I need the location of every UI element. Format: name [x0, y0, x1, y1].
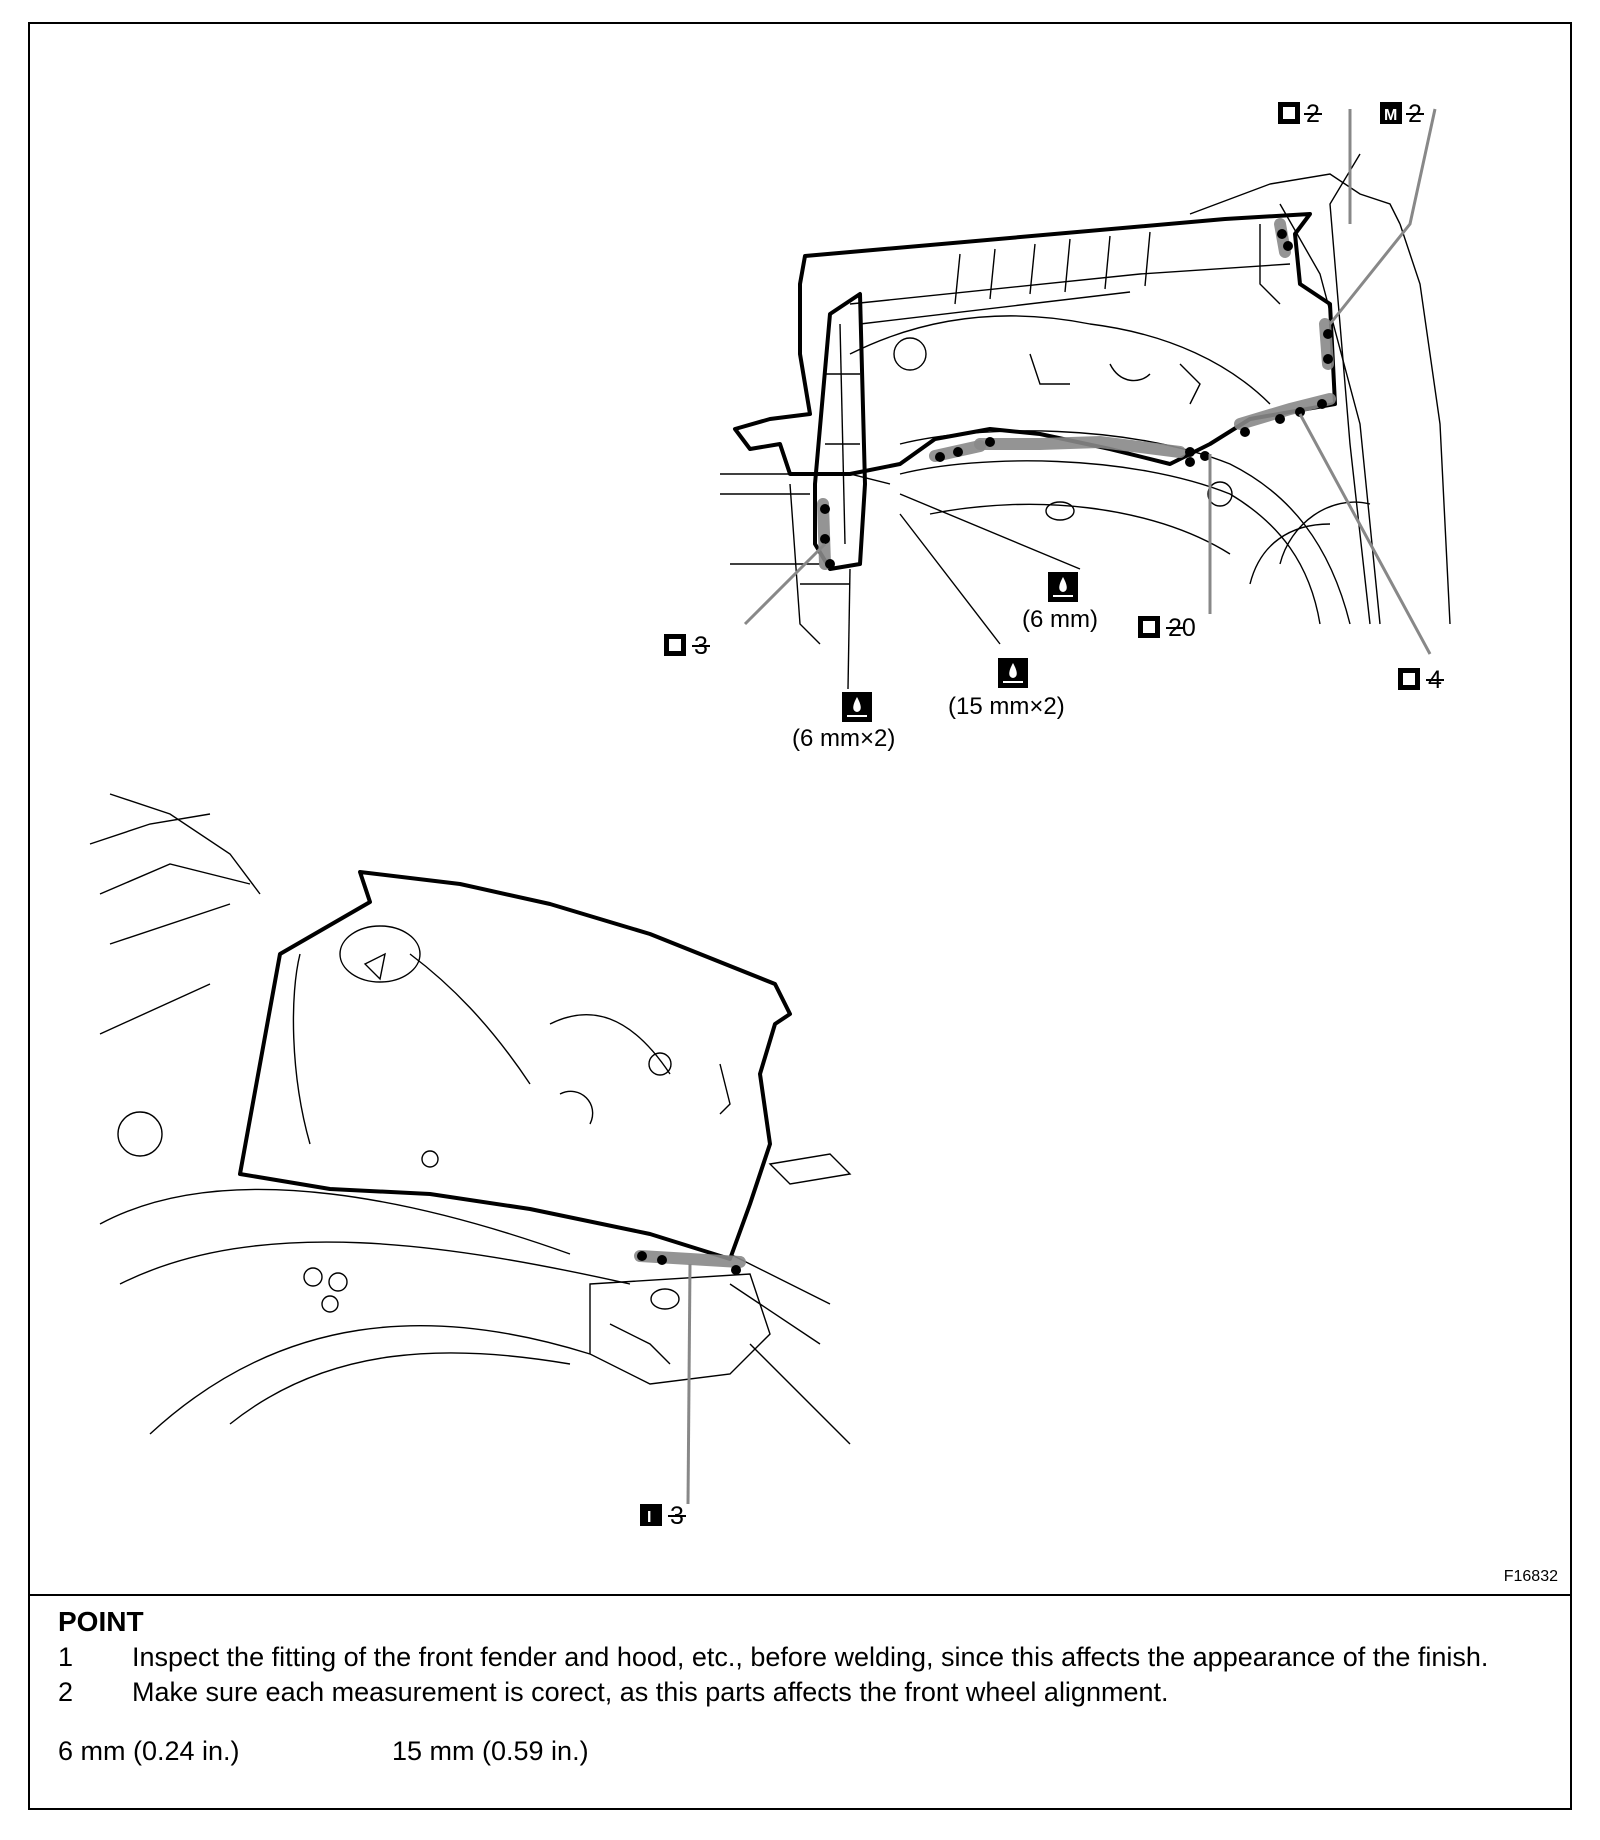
divider — [30, 1594, 1570, 1596]
sealer-label-6mm-x2: (6 mm×2) — [792, 725, 895, 752]
size-6mm: 6 mm (0.24 in.) — [58, 1736, 240, 1766]
note-number: 2 — [58, 1677, 74, 1707]
sealer-icon — [998, 658, 1028, 688]
sealer-icon — [1048, 572, 1078, 602]
callout-m-2: M 2 — [1380, 100, 1422, 128]
callout-i-3-symbol: I — [647, 1509, 651, 1526]
page-frame: 2 M 2 3 20 4 — [28, 22, 1572, 1810]
body-repair-diagram: 2 M 2 3 20 4 — [30, 24, 1570, 1594]
lower-assembly-illustration — [89, 793, 852, 1505]
note-text: Inspect the fitting of the front fender … — [132, 1642, 1489, 1672]
size-conversions: 6 mm (0.24 in.) 15 mm (0.59 in.) — [58, 1736, 1548, 1767]
sealer-label-15mm-x2: (15 mm×2) — [948, 693, 1065, 720]
diagram-svg: 2 M 2 3 20 4 — [89, 100, 1451, 1530]
point-title: POINT — [58, 1606, 144, 1637]
upper-assembly-illustration — [720, 108, 1451, 690]
note-item: 1 Inspect the fitting of the front fende… — [58, 1642, 1548, 1673]
note-text: Make sure each measurement is corect, as… — [132, 1677, 1169, 1707]
figure-code: F16832 — [1503, 1568, 1558, 1585]
note-number: 1 — [58, 1642, 74, 1672]
sealer-icon — [842, 692, 872, 722]
point-notes: POINT 1 Inspect the fitting of the front… — [58, 1606, 1548, 1767]
sealer-label-6mm: (6 mm) — [1022, 606, 1098, 633]
callout-m-2-symbol: M — [1384, 107, 1397, 124]
note-item: 2 Make sure each measurement is corect, … — [58, 1677, 1548, 1708]
size-15mm: 15 mm (0.59 in.) — [392, 1736, 589, 1766]
